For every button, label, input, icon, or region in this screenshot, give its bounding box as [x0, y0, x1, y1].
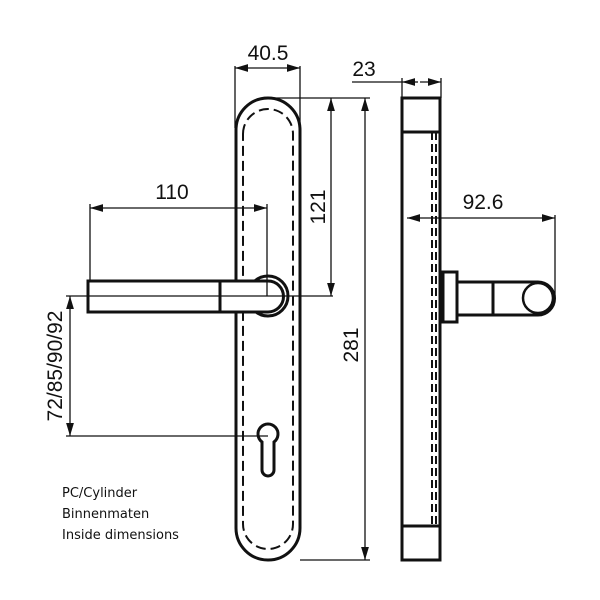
dim-center-distance: 72/85/90/92 [44, 311, 67, 422]
dim-top-to-spindle: 121 [307, 189, 330, 224]
cylinder-keyhole [256, 422, 280, 478]
side-lever [455, 280, 556, 317]
dim-plate-width: 40.5 [248, 42, 289, 65]
dim-handle-projection: 92.6 [463, 191, 504, 214]
side-plate [400, 96, 442, 562]
dim-plate-height: 281 [340, 327, 363, 362]
dim-plate-depth: 23 [352, 58, 375, 81]
note-line-2: Binnenmaten [62, 507, 150, 522]
plate-inner-dashed [242, 108, 294, 550]
dim-lever-length: 110 [155, 181, 188, 204]
side-rosette [441, 270, 459, 324]
front-plate [234, 96, 302, 562]
note-line-1: PC/Cylinder [62, 486, 138, 501]
note-line-3: Inside dimensions [62, 528, 179, 543]
